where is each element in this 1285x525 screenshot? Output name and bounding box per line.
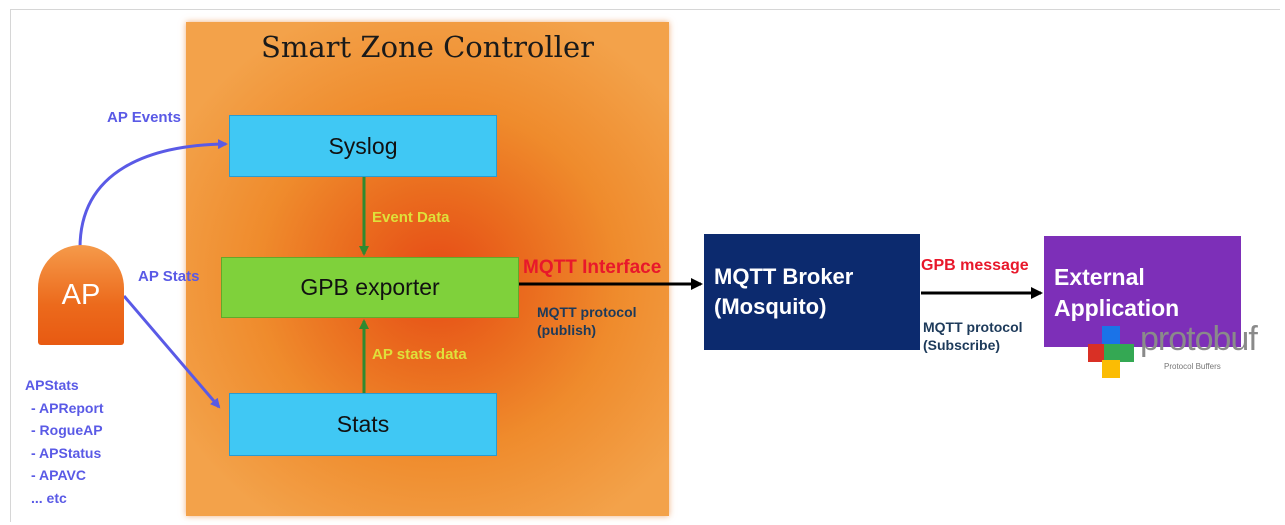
ap-stats-label: AP Stats	[138, 268, 200, 285]
syslog-box: Syslog	[229, 115, 497, 177]
controller-title: Smart Zone Controller	[261, 30, 594, 64]
broker-line-1: MQTT Broker	[714, 264, 854, 289]
ap-events-label: AP Events	[107, 109, 181, 126]
external-line-1: External	[1054, 264, 1145, 290]
gpb-message-label: GPB message	[921, 257, 1029, 274]
apstats-item: - APStatus	[31, 444, 102, 461]
ap-label: AP	[61, 278, 101, 311]
protobuf-logo-icon	[1088, 326, 1134, 378]
mqtt-interface-label: MQTT Interface	[523, 257, 662, 278]
ap-stats-data-label: AP stats data	[372, 346, 467, 363]
mqtt-protocol-publish-label: MQTT protocol (publish)	[537, 303, 637, 339]
mqtt-protocol-publish-line-1: MQTT protocol	[537, 304, 637, 320]
event-data-label: Event Data	[372, 209, 450, 226]
apstats-item: - APAVC	[31, 467, 86, 483]
ap-stats-arrow	[122, 295, 221, 409]
apstats-heading: APStats	[25, 377, 79, 393]
ap-events-arrow	[78, 139, 228, 249]
gpb-exporter-box: GPB exporter	[221, 257, 519, 318]
mqtt-broker-box: MQTT Broker (Mosquito)	[704, 234, 920, 350]
apstats-item: - APReport	[31, 399, 104, 416]
ap-node: AP	[38, 245, 124, 345]
diagram-frame	[10, 9, 1280, 522]
apstats-item: - RogueAP	[31, 422, 103, 438]
external-application-box: External Application	[1044, 236, 1241, 347]
mqtt-protocol-subscribe-line-1: MQTT protocol	[923, 319, 1023, 335]
protobuf-wordmark: protobuf	[1140, 320, 1258, 358]
mqtt-protocol-subscribe-label: MQTT protocol (Subscribe)	[923, 318, 1023, 354]
apstats-item: ... etc	[31, 489, 67, 506]
mqtt-protocol-publish-line-2: (publish)	[537, 322, 597, 338]
apstats-list: APStats - APReport - RogueAP - APStatus …	[25, 374, 104, 509]
external-line-2: Application	[1054, 295, 1180, 321]
protobuf-subtitle: Protocol Buffers	[1164, 362, 1221, 371]
stats-box: Stats	[229, 393, 497, 456]
broker-line-2: (Mosquito)	[714, 294, 827, 319]
mqtt-protocol-subscribe-line-2: (Subscribe)	[923, 337, 1001, 353]
